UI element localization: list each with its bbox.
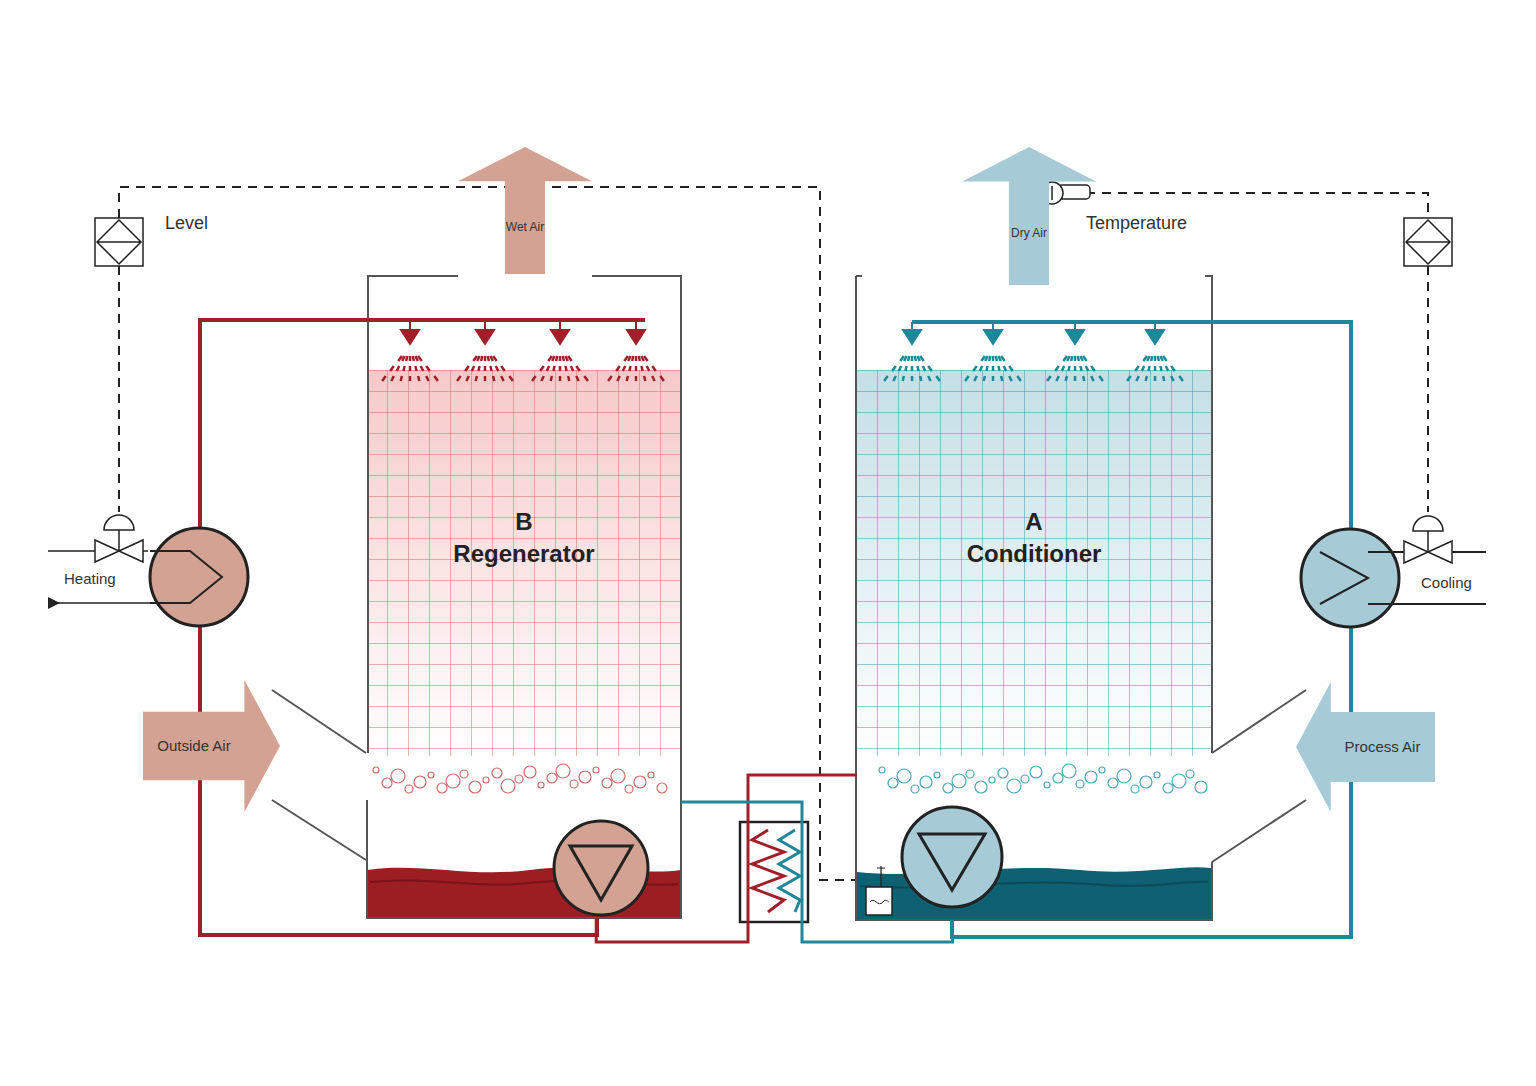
air-label: Wet Air — [506, 220, 544, 236]
exchanger-label: Cooling — [1421, 574, 1472, 591]
air-arrow: Wet Air — [458, 147, 592, 274]
air-arrow: Outside Air — [143, 680, 280, 812]
tank-name: Conditioner — [967, 538, 1102, 570]
solution-pipe — [681, 802, 953, 942]
pipe — [200, 320, 1351, 937]
air-arrow: Process Air — [1296, 682, 1435, 812]
cooler — [1301, 516, 1486, 627]
air-label: Outside Air — [157, 736, 230, 756]
level-sensor — [866, 866, 892, 915]
air-arrow: Dry Air — [962, 147, 1096, 285]
spray-nozzles — [382, 322, 1183, 381]
level-controller — [95, 218, 143, 266]
liquid-heat-exchanger — [740, 822, 808, 922]
solution-pipe — [596, 775, 857, 942]
air-label: Process Air — [1345, 737, 1421, 757]
heater — [48, 515, 248, 626]
tank-letter: B — [515, 506, 532, 538]
control-label: Level — [165, 213, 208, 234]
regenerator-pump — [554, 821, 648, 915]
air-label: Dry Air — [1011, 226, 1047, 242]
tank: AConditioner — [857, 276, 1211, 920]
exchanger-label: Heating — [64, 570, 116, 587]
tank-name: Regenerator — [453, 538, 594, 570]
bubbles — [373, 764, 1207, 793]
arrow-shape — [458, 147, 592, 274]
arrow-shape — [962, 147, 1096, 285]
conditioner-pump — [902, 807, 1002, 907]
tank: BRegenerator — [367, 276, 681, 918]
control-label: Temperature — [1086, 213, 1187, 234]
temperature-controller — [1404, 218, 1452, 266]
tank-letter: A — [1025, 506, 1042, 538]
